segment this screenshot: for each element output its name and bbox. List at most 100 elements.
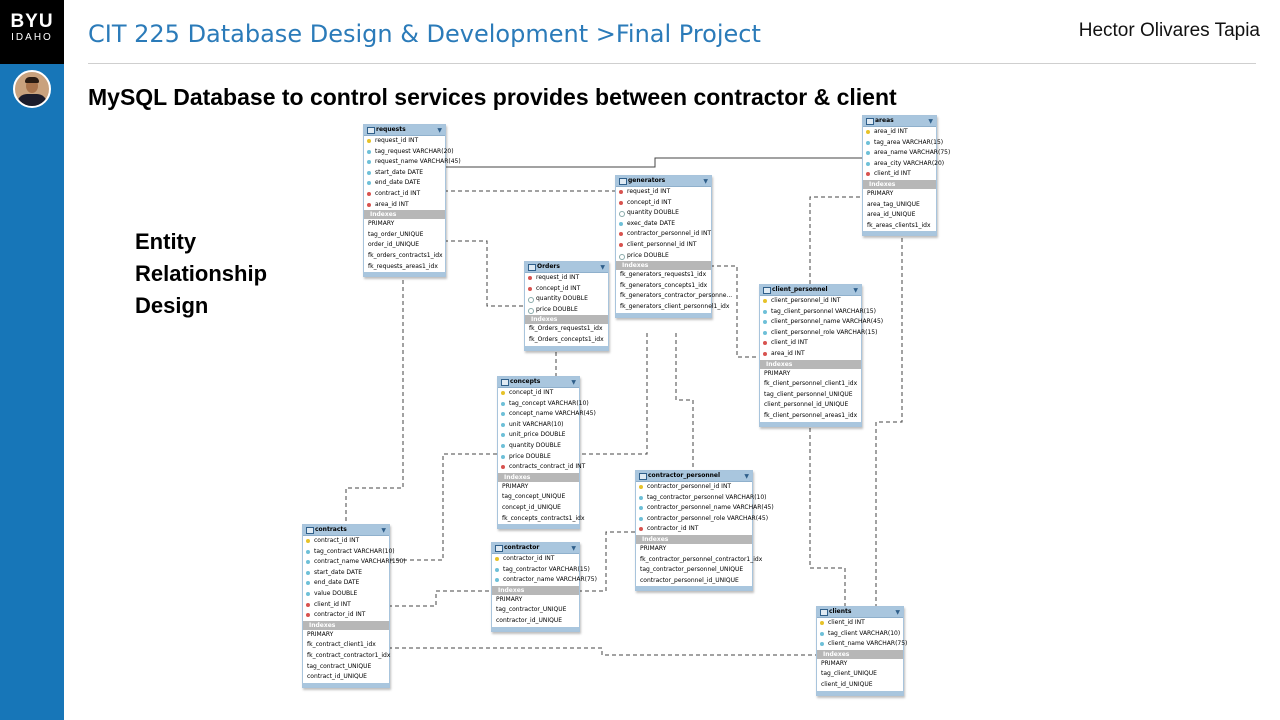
indexes-header[interactable]: Indexes xyxy=(760,359,861,369)
table-footer xyxy=(364,272,445,277)
chevron-down-icon[interactable]: ▼ xyxy=(437,127,442,134)
column-text: client_personnel_id INT xyxy=(627,240,697,248)
column-row: client_personnel_id INT xyxy=(616,240,711,251)
table-footer xyxy=(525,345,608,350)
chevron-down-icon[interactable]: ▼ xyxy=(928,118,933,125)
indexes-header[interactable]: Indexes xyxy=(364,210,445,220)
index-row: PRIMARY xyxy=(368,220,395,228)
chevron-down-icon[interactable]: ▼ xyxy=(600,264,605,271)
column-row: contractor_name VARCHAR(75) xyxy=(492,575,597,586)
column-text: client_personnel_name VARCHAR(45) xyxy=(771,318,884,326)
table-areas-header[interactable]: areas▼ xyxy=(863,116,936,127)
column-icon xyxy=(619,221,623,226)
column-text: unit_price DOUBLE xyxy=(509,431,566,439)
table-name: client_personnel xyxy=(772,286,828,293)
column-text: client_personnel_id INT xyxy=(771,297,841,304)
author-name: Hector Olivares Tapia xyxy=(1078,20,1260,41)
byu-idaho-logo: BYU IDAHO xyxy=(0,0,64,64)
table-footer xyxy=(303,682,389,687)
index-row: tag_order_UNIQUE xyxy=(368,230,424,238)
table-concepts-header[interactable]: concepts▼ xyxy=(498,377,579,388)
slide-subtitle: MySQL Database to control services provi… xyxy=(88,84,897,110)
table-contracts-header[interactable]: contracts▼ xyxy=(303,525,389,536)
table-requests-header[interactable]: requests ▼ xyxy=(364,125,445,136)
indexes-header[interactable]: Indexes xyxy=(303,620,389,630)
chevron-down-icon[interactable]: ▼ xyxy=(895,609,900,616)
column-icon xyxy=(639,506,643,511)
table-contractor[interactable]: contractor▼ contractor_id INT tag_contra… xyxy=(491,542,597,632)
table-contracts[interactable]: contracts▼ contract_id INT tag_contract … xyxy=(302,524,406,688)
table-client-personnel-header[interactable]: client_personnel ▼ xyxy=(760,285,861,296)
table-requests[interactable]: requests▼ request_id INT tag_request VAR… xyxy=(363,124,461,278)
indexes-header[interactable]: Indexes xyxy=(863,179,936,189)
column-row: contractor_id INT xyxy=(636,524,752,535)
column-icon xyxy=(367,149,371,154)
indexes-header[interactable]: Indexes xyxy=(525,315,608,325)
foreign-key-icon xyxy=(619,190,623,194)
table-clients[interactable]: clients▼ client_id INT tag_client VARCHA… xyxy=(816,606,907,696)
table-concepts[interactable]: concepts▼ concept_id INT tag_concept VAR… xyxy=(497,376,596,530)
column-icon xyxy=(619,253,625,260)
indexes-header[interactable]: Indexes xyxy=(498,472,579,482)
erd-label: Entity Relationship Design xyxy=(135,226,267,322)
table-generators[interactable]: generators▼ request_id INT concept_id IN… xyxy=(615,175,732,318)
chevron-down-icon[interactable]: ▼ xyxy=(571,379,576,386)
index-row: PRIMARY xyxy=(821,659,848,667)
column-text: area_id INT xyxy=(771,349,805,357)
logo-line2: IDAHO xyxy=(11,32,53,43)
index-row: fk_concepts_contracts1_idx xyxy=(502,514,585,522)
column-text: tag_contractor VARCHAR(15) xyxy=(503,565,590,573)
column-row: quantity DOUBLE xyxy=(525,294,608,305)
index-row: fk_Orders_requests1_idx xyxy=(529,325,603,333)
indexes-header[interactable]: Indexes xyxy=(636,534,752,544)
table-generators-header[interactable]: generators▼ xyxy=(616,176,711,187)
table-contractor-personnel-header[interactable]: contractor_personnel▼ xyxy=(636,471,752,482)
table-areas[interactable]: areas▼ area_id INT tag_area VARCHAR(15) … xyxy=(862,115,950,237)
table-icon xyxy=(639,473,647,480)
chevron-down-icon[interactable]: ▼ xyxy=(744,473,749,480)
column-icon xyxy=(306,581,310,586)
table-name: requests xyxy=(376,126,406,133)
index-row: fk_areas_clients1_idx xyxy=(867,221,931,229)
table-client-personnel[interactable]: client_personnel ▼ client_personnel_id IN… xyxy=(759,284,883,427)
chevron-down-icon[interactable]: ▼ xyxy=(703,178,708,185)
foreign-key-icon xyxy=(306,602,310,607)
column-text: contracts_contract_id INT xyxy=(509,463,586,471)
chevron-down-icon[interactable]: ▼ xyxy=(853,287,858,294)
left-sidebar xyxy=(0,0,64,720)
index-row: PRIMARY xyxy=(640,544,667,552)
table-contractor-personnel[interactable]: contractor_personnel▼ contractor_personn… xyxy=(635,470,774,592)
column-text: client_id INT xyxy=(874,170,911,178)
column-text: area_city VARCHAR(20) xyxy=(874,159,945,167)
primary-key-icon xyxy=(501,391,505,395)
column-icon xyxy=(763,309,767,314)
chevron-down-icon[interactable]: ▼ xyxy=(381,527,386,534)
index-row: PRIMARY xyxy=(764,369,791,377)
column-icon xyxy=(495,567,499,572)
column-icon xyxy=(866,161,870,166)
table-footer xyxy=(760,421,861,426)
column-icon xyxy=(367,160,371,165)
column-row: client_id INT xyxy=(303,600,389,611)
column-row: area_city VARCHAR(20) xyxy=(863,159,944,170)
table-clients-header[interactable]: clients▼ xyxy=(817,607,903,618)
column-text: area_id INT xyxy=(874,128,908,135)
index-row: fk_generators_requests1_idx xyxy=(620,271,707,279)
indexes-header[interactable]: Indexes xyxy=(817,649,903,659)
index-row: order_id_UNIQUE xyxy=(368,241,420,249)
column-row: client_personnel_name VARCHAR(45) xyxy=(760,317,883,328)
table-contractor-header[interactable]: contractor▼ xyxy=(492,543,579,554)
foreign-key-icon xyxy=(367,202,371,207)
indexes-header[interactable]: Indexes xyxy=(616,261,711,271)
column-icon xyxy=(528,297,534,304)
column-icon xyxy=(501,422,505,427)
table-orders-header[interactable]: Orders▼ xyxy=(525,262,608,273)
column-icon xyxy=(306,570,310,575)
rel-contracts-contractor xyxy=(388,590,491,607)
table-orders[interactable]: Orders▼ request_id INT concept_id INT qu… xyxy=(524,261,609,351)
column-row: tag_area VARCHAR(15) xyxy=(863,138,943,149)
column-text: request_id INT xyxy=(375,137,419,144)
indexes-header[interactable]: Indexes xyxy=(492,585,579,595)
chevron-down-icon[interactable]: ▼ xyxy=(571,545,576,552)
column-text: contractor_personnel_name VARCHAR(45) xyxy=(647,504,774,512)
